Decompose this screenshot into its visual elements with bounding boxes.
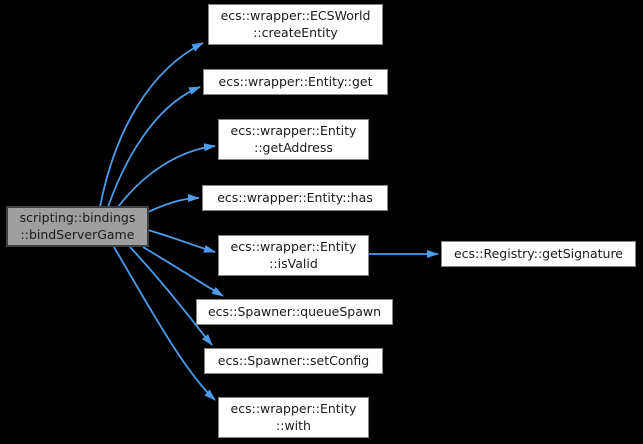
node-bindServerGame: scripting::bindings ::bindServerGame — [6, 206, 149, 247]
node-queueSpawn[interactable]: ecs::Spawner::queueSpawn — [196, 299, 393, 325]
edge-bindServerGame-to-get — [107, 86, 201, 208]
node-has[interactable]: ecs::wrapper::Entity::has — [202, 185, 388, 211]
node-setConfig[interactable]: ecs::Spawner::setConfig — [204, 348, 383, 374]
node-getAddress[interactable]: ecs::wrapper::Entity ::getAddress — [218, 119, 369, 160]
node-get[interactable]: ecs::wrapper::Entity::get — [203, 69, 388, 95]
edge-bindServerGame-to-getAddress — [117, 143, 216, 208]
edge-bindServerGame-to-has — [147, 194, 200, 213]
node-createEntity[interactable]: ecs::wrapper::ECSWorld ::createEntity — [208, 4, 383, 45]
edge-bindServerGame-to-createEntity — [99, 42, 204, 208]
edge-bindServerGame-to-setConfig — [129, 246, 213, 346]
node-isValid[interactable]: ecs::wrapper::Entity ::isValid — [218, 235, 369, 276]
node-getSignature[interactable]: ecs::Registry::getSignature — [441, 241, 636, 267]
node-with[interactable]: ecs::wrapper::Entity ::with — [218, 397, 369, 438]
edge-bindServerGame-to-isValid — [147, 229, 216, 253]
edge-bindServerGame-to-queueSpawn — [142, 246, 224, 297]
